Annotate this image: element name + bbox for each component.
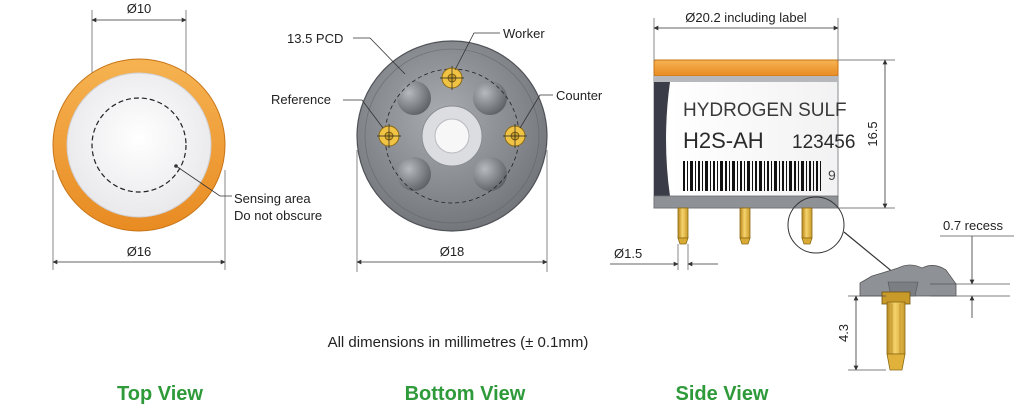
side-pin-right	[801, 207, 813, 245]
dim-pin-label: Ø1.5	[614, 246, 642, 261]
body-shadow	[654, 82, 670, 196]
dim-outer-label: Ø16	[127, 244, 152, 259]
side-pin-middle	[739, 207, 751, 245]
center-hole	[434, 118, 470, 154]
sensing-note-line2: Do not obscure	[234, 208, 322, 223]
side-view-title: Side View	[675, 383, 768, 405]
counter-pin	[503, 124, 527, 148]
barcode	[683, 161, 821, 191]
recess-label: 0.7 recess	[943, 218, 1003, 233]
worker-label: Worker	[503, 26, 545, 41]
label-line1: HYDROGEN SULF	[683, 100, 847, 121]
reference-label: Reference	[271, 92, 331, 107]
dim-bottom-label: Ø18	[440, 244, 465, 259]
detail-circle	[787, 196, 845, 254]
reference-pin	[377, 124, 401, 148]
side-pin-left	[677, 207, 689, 245]
sensing-area-circle	[91, 97, 187, 193]
detail-view	[859, 264, 957, 371]
top-view-title: Top View	[117, 383, 203, 405]
top-filter-surface	[66, 72, 212, 218]
label-line3: 9	[828, 167, 836, 183]
pcd-label: 13.5 PCD	[287, 31, 343, 46]
pcd-leader	[353, 37, 406, 75]
side-view: Ø20.2 including label HYDROGEN SULF H2S-…	[610, 10, 1014, 405]
sensing-area-leader	[175, 165, 232, 197]
dim-height-label: 16.5	[865, 121, 880, 146]
worker-pin	[440, 66, 464, 90]
counter-label: Counter	[556, 88, 603, 103]
dimple	[397, 157, 431, 191]
sensing-note-line1: Sensing area	[234, 191, 311, 206]
counter-leader	[519, 94, 553, 129]
reference-leader	[343, 99, 384, 129]
top-view: Ø10 Sensing area Do not obscure Ø16 Top …	[52, 1, 322, 405]
top-band	[653, 59, 839, 77]
dimensions-note: All dimensions in millimetres (± 0.1mm)	[328, 334, 589, 351]
bottom-view-title: Bottom View	[405, 383, 526, 405]
pin-length-label: 4.3	[836, 324, 851, 342]
label-line2b: 123456	[792, 132, 855, 153]
dimple	[473, 81, 507, 115]
dim-width-label: Ø20.2 including label	[685, 10, 807, 25]
dimple	[473, 157, 507, 191]
label-line2a: H2S-AH	[683, 128, 764, 153]
dimple	[397, 81, 431, 115]
bottom-view: 13.5 PCD Worker Reference Counter Ø18 Bo…	[271, 26, 603, 405]
top-rim	[654, 76, 838, 82]
dim-inner-label: Ø10	[127, 1, 152, 16]
worker-leader	[454, 32, 500, 71]
